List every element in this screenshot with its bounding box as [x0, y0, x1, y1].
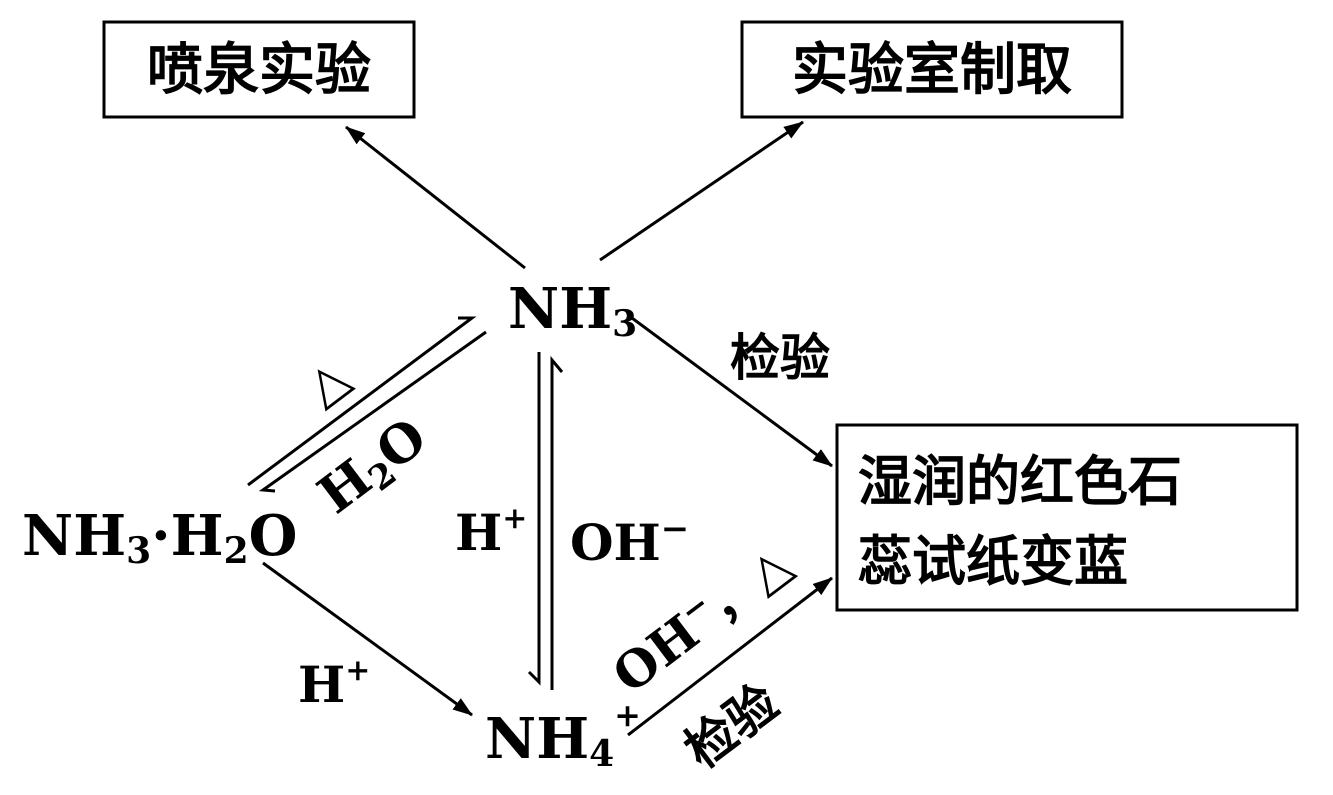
- nh3-main: NH: [508, 276, 612, 342]
- nh4-main: NH: [485, 706, 589, 772]
- nh3-sub: 3: [612, 303, 637, 345]
- h-low-a: H: [298, 655, 345, 714]
- lab-preparation-box: 实验室制取: [740, 20, 1124, 119]
- lab-prep-box-border: [740, 20, 1124, 119]
- equilibrium-up-oh-minus: [550, 355, 564, 690]
- arrow-nh3h2o-to-nh4: [262, 561, 473, 717]
- litmus-result-box: 湿润的红色石 蕊试纸变蓝: [835, 423, 1299, 612]
- nh3h2o-dot: ·H: [151, 503, 223, 569]
- arrow-to-litmus-lower: [627, 576, 833, 737]
- nh3h2o-a: NH: [22, 503, 126, 569]
- test-lower-label: 检验: [674, 673, 789, 780]
- nh3h2o-c: O: [249, 503, 298, 569]
- equilibrium-down-h-plus: [527, 352, 541, 686]
- fountain-box-border: [102, 20, 416, 119]
- nh4-node: NH4+: [485, 696, 641, 775]
- fountain-label: 喷泉实验: [147, 38, 371, 103]
- heat-triangle-label: △: [293, 346, 360, 417]
- litmus-box-border: [835, 423, 1299, 612]
- h-plus-vertical-label: H+: [455, 501, 527, 562]
- equilibrium-reverse-water: [258, 330, 487, 493]
- oh-heat-b: ，△: [696, 533, 803, 634]
- oh-minus-vertical-label: OH−: [570, 509, 689, 572]
- fountain-experiment-box: 喷泉实验: [102, 20, 416, 119]
- lab-prep-label: 实验室制取: [792, 38, 1072, 103]
- equilibrium-forward-heat: [247, 316, 477, 487]
- h-plus-lower-label: H+: [298, 653, 370, 714]
- litmus-line-2: 蕊试纸变蓝: [858, 530, 1128, 593]
- litmus-line-1: 湿润的红色石: [858, 450, 1182, 513]
- nh4-sub: 4: [589, 733, 614, 775]
- nh3h2o-b-sub: 2: [224, 530, 249, 572]
- test-upper-label: 检验: [730, 329, 830, 387]
- nh3-node: NH3: [508, 276, 637, 345]
- h-vert-a: H: [455, 503, 502, 562]
- arrow-to-lab-prep: [599, 120, 804, 262]
- oh-vert-a: OH: [570, 513, 661, 572]
- h-low-sup: +: [345, 653, 370, 688]
- h-vert-sup: +: [502, 501, 527, 536]
- arrow-to-litmus-upper: [631, 316, 833, 468]
- arrow-to-fountain: [345, 125, 526, 270]
- nh3h2o-a-sub: 3: [126, 530, 151, 572]
- nh3-h2o-node: NH3·H2O: [22, 503, 297, 572]
- oh-vert-sup: −: [661, 509, 690, 549]
